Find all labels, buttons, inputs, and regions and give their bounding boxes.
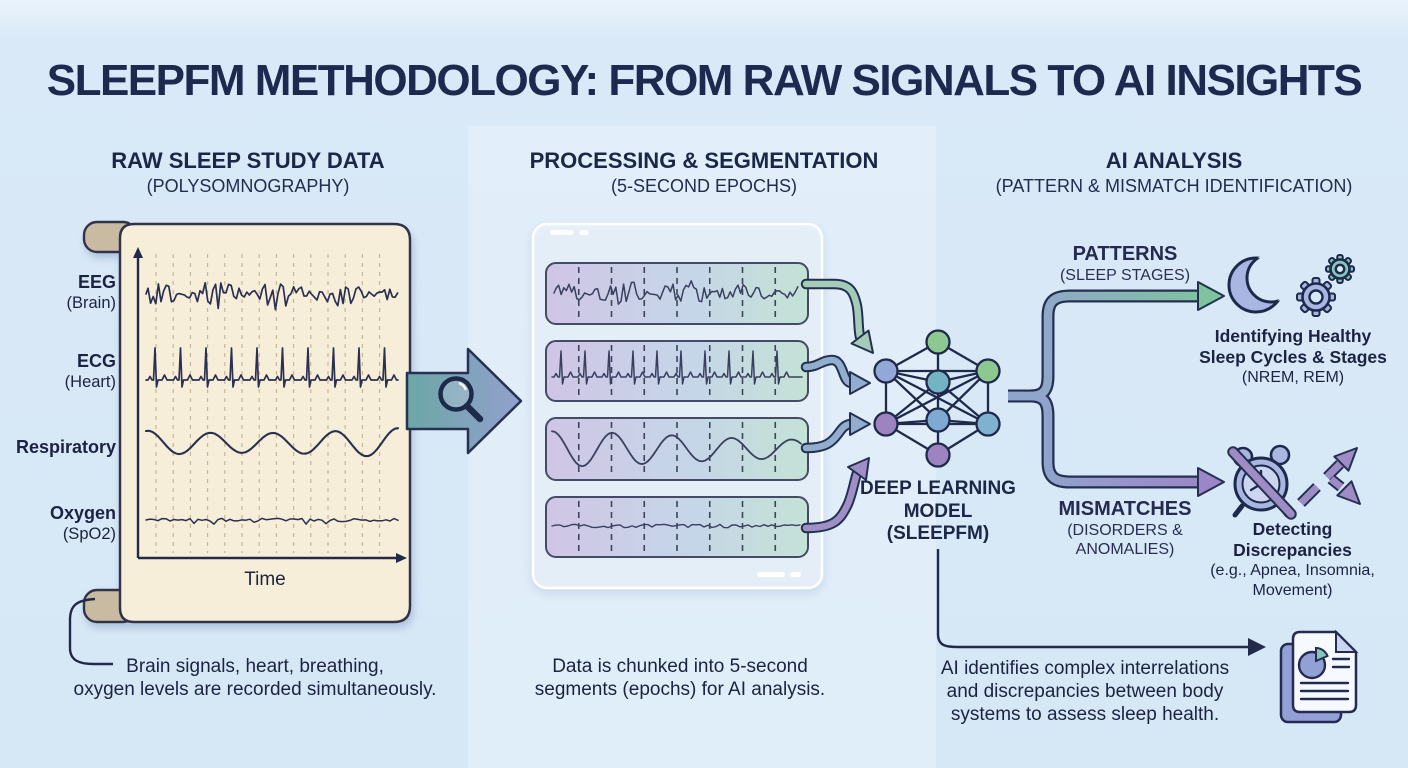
patterns-heading: PATTERNS <box>1072 243 1178 265</box>
segmentation-panel <box>531 222 824 590</box>
eeg-waveform <box>145 281 399 311</box>
caption-line: and discrepancies between body <box>946 681 1224 702</box>
polysomnography-scroll <box>82 220 412 624</box>
column-subheading-processing: (5-SECOND EPOCHS) <box>610 176 798 196</box>
ecg-waveform <box>145 347 399 388</box>
processing-caption: Data is chunked into 5-second segments (… <box>470 655 890 701</box>
network-node <box>925 369 951 395</box>
network-node <box>925 407 951 433</box>
signal-label-oxygen: Oxygen (SpO2) <box>0 503 116 544</box>
caption-line: oxygen levels are recorded simultaneousl… <box>73 679 437 700</box>
subheading-line: ANOMALIES) <box>1075 541 1175 558</box>
network-node <box>925 442 951 468</box>
oxygen-epoch-waveform <box>551 523 801 529</box>
gear <box>1296 277 1336 317</box>
description-line: Detecting <box>1252 519 1333 539</box>
signal-sublabel: (Heart) <box>64 373 116 391</box>
mismatches-arrowhead <box>1197 467 1225 497</box>
moon-icon <box>1227 256 1285 314</box>
network-node <box>975 358 1001 384</box>
scroll-waveforms <box>144 281 400 525</box>
oxygen-waveform <box>145 517 399 525</box>
signal-sublabel: (Brain) <box>66 294 116 312</box>
epoch-to-model-arrows <box>800 278 874 534</box>
raw-caption-connector <box>68 597 113 666</box>
scroll-axes <box>133 247 407 563</box>
neural-network-icon <box>873 329 1001 468</box>
caption-line: Data is chunked into 5-second <box>552 656 808 677</box>
column-heading-processing: PROCESSING & SEGMENTATION <box>529 148 879 173</box>
time-axis-label: Time <box>244 569 286 590</box>
ai-caption: AI identifies complex interrelations and… <box>925 657 1245 726</box>
description-line: Discrepancies <box>1233 540 1352 560</box>
model-label-line: DEEP LEARNING <box>860 478 1016 499</box>
patterns-subheading: (SLEEP STAGES) <box>1059 267 1191 284</box>
caption-line: segments (epochs) for AI analysis. <box>534 679 826 700</box>
signal-label: EEG <box>77 272 116 292</box>
output-branch-connector <box>1008 281 1225 497</box>
network-node <box>975 411 1001 437</box>
model-label-line: MODEL <box>903 500 973 522</box>
mismatches-heading: MISMATCHES <box>1058 498 1192 520</box>
network-node <box>873 411 899 437</box>
caption-line: Brain signals, heart, breathing, <box>126 656 384 677</box>
respiratory-waveform <box>144 427 400 458</box>
network-node <box>873 358 899 384</box>
page-title: SLEEPFM METHODOLOGY: FROM RAW SIGNALS TO… <box>46 56 1363 105</box>
process-arrow <box>405 347 523 455</box>
signal-label-eeg: EEG (Brain) <box>0 272 116 313</box>
column-heading-raw: RAW SLEEP STUDY DATA <box>111 148 385 173</box>
description-line: Movement) <box>1252 582 1333 599</box>
diverging-arrows-icon <box>1297 447 1361 507</box>
signal-label-respiratory: Respiratory <box>0 437 116 458</box>
raw-caption: Brain signals, heart, breathing, oxygen … <box>40 655 470 701</box>
mismatches-description: Detecting Discrepancies (e.g., Apnea, In… <box>1200 519 1385 601</box>
gears-icon <box>1296 254 1355 317</box>
subheading-line: (DISORDERS & <box>1067 522 1183 539</box>
column-heading-ai: AI ANALYSIS <box>1105 148 1243 173</box>
caption-line: AI identifies complex interrelations <box>940 658 1230 679</box>
column-subheading-ai: (PATTERN & MISMATCH IDENTIFICATION) <box>995 176 1353 196</box>
description-line: (NREM, REM) <box>1241 369 1345 386</box>
report-document-icon <box>1279 629 1359 724</box>
alarm-clock-crossed-icon <box>1227 444 1297 520</box>
signal-label-ecg: ECG (Heart) <box>0 351 116 392</box>
description-line: (e.g., Apnea, Insomnia, <box>1210 562 1375 579</box>
signal-sublabel: (SpO2) <box>62 525 116 543</box>
signal-label: ECG <box>76 351 116 371</box>
gear <box>1325 254 1355 284</box>
patterns-arrowhead <box>1197 281 1225 311</box>
respiratory-epoch-waveform <box>551 430 802 468</box>
network-node <box>925 329 951 355</box>
ecg-epoch-waveform <box>551 350 803 385</box>
caption-line: systems to assess sleep health. <box>950 704 1220 725</box>
strip-waveforms <box>551 280 803 529</box>
model-label-line: (SLEEPFM) <box>886 523 990 544</box>
signal-label: Oxygen <box>49 503 116 523</box>
column-subheading-raw: (POLYSOMNOGRAPHY) <box>146 176 350 196</box>
mismatches-subheading: (DISORDERS & ANOMALIES) <box>1040 521 1210 559</box>
eeg-epoch-waveform <box>553 280 799 305</box>
signal-label: Respiratory <box>15 437 116 457</box>
magnifier-icon <box>438 376 484 423</box>
deep-learning-model-label: DEEP LEARNING MODEL (SLEEPFM) <box>830 478 1046 546</box>
patterns-description: Identifying Healthy Sleep Cycles & Stage… <box>1193 326 1393 388</box>
model-to-report-connector <box>936 549 1266 656</box>
description-line: Sleep Cycles & Stages <box>1199 347 1387 367</box>
description-line: Identifying Healthy <box>1214 326 1372 346</box>
